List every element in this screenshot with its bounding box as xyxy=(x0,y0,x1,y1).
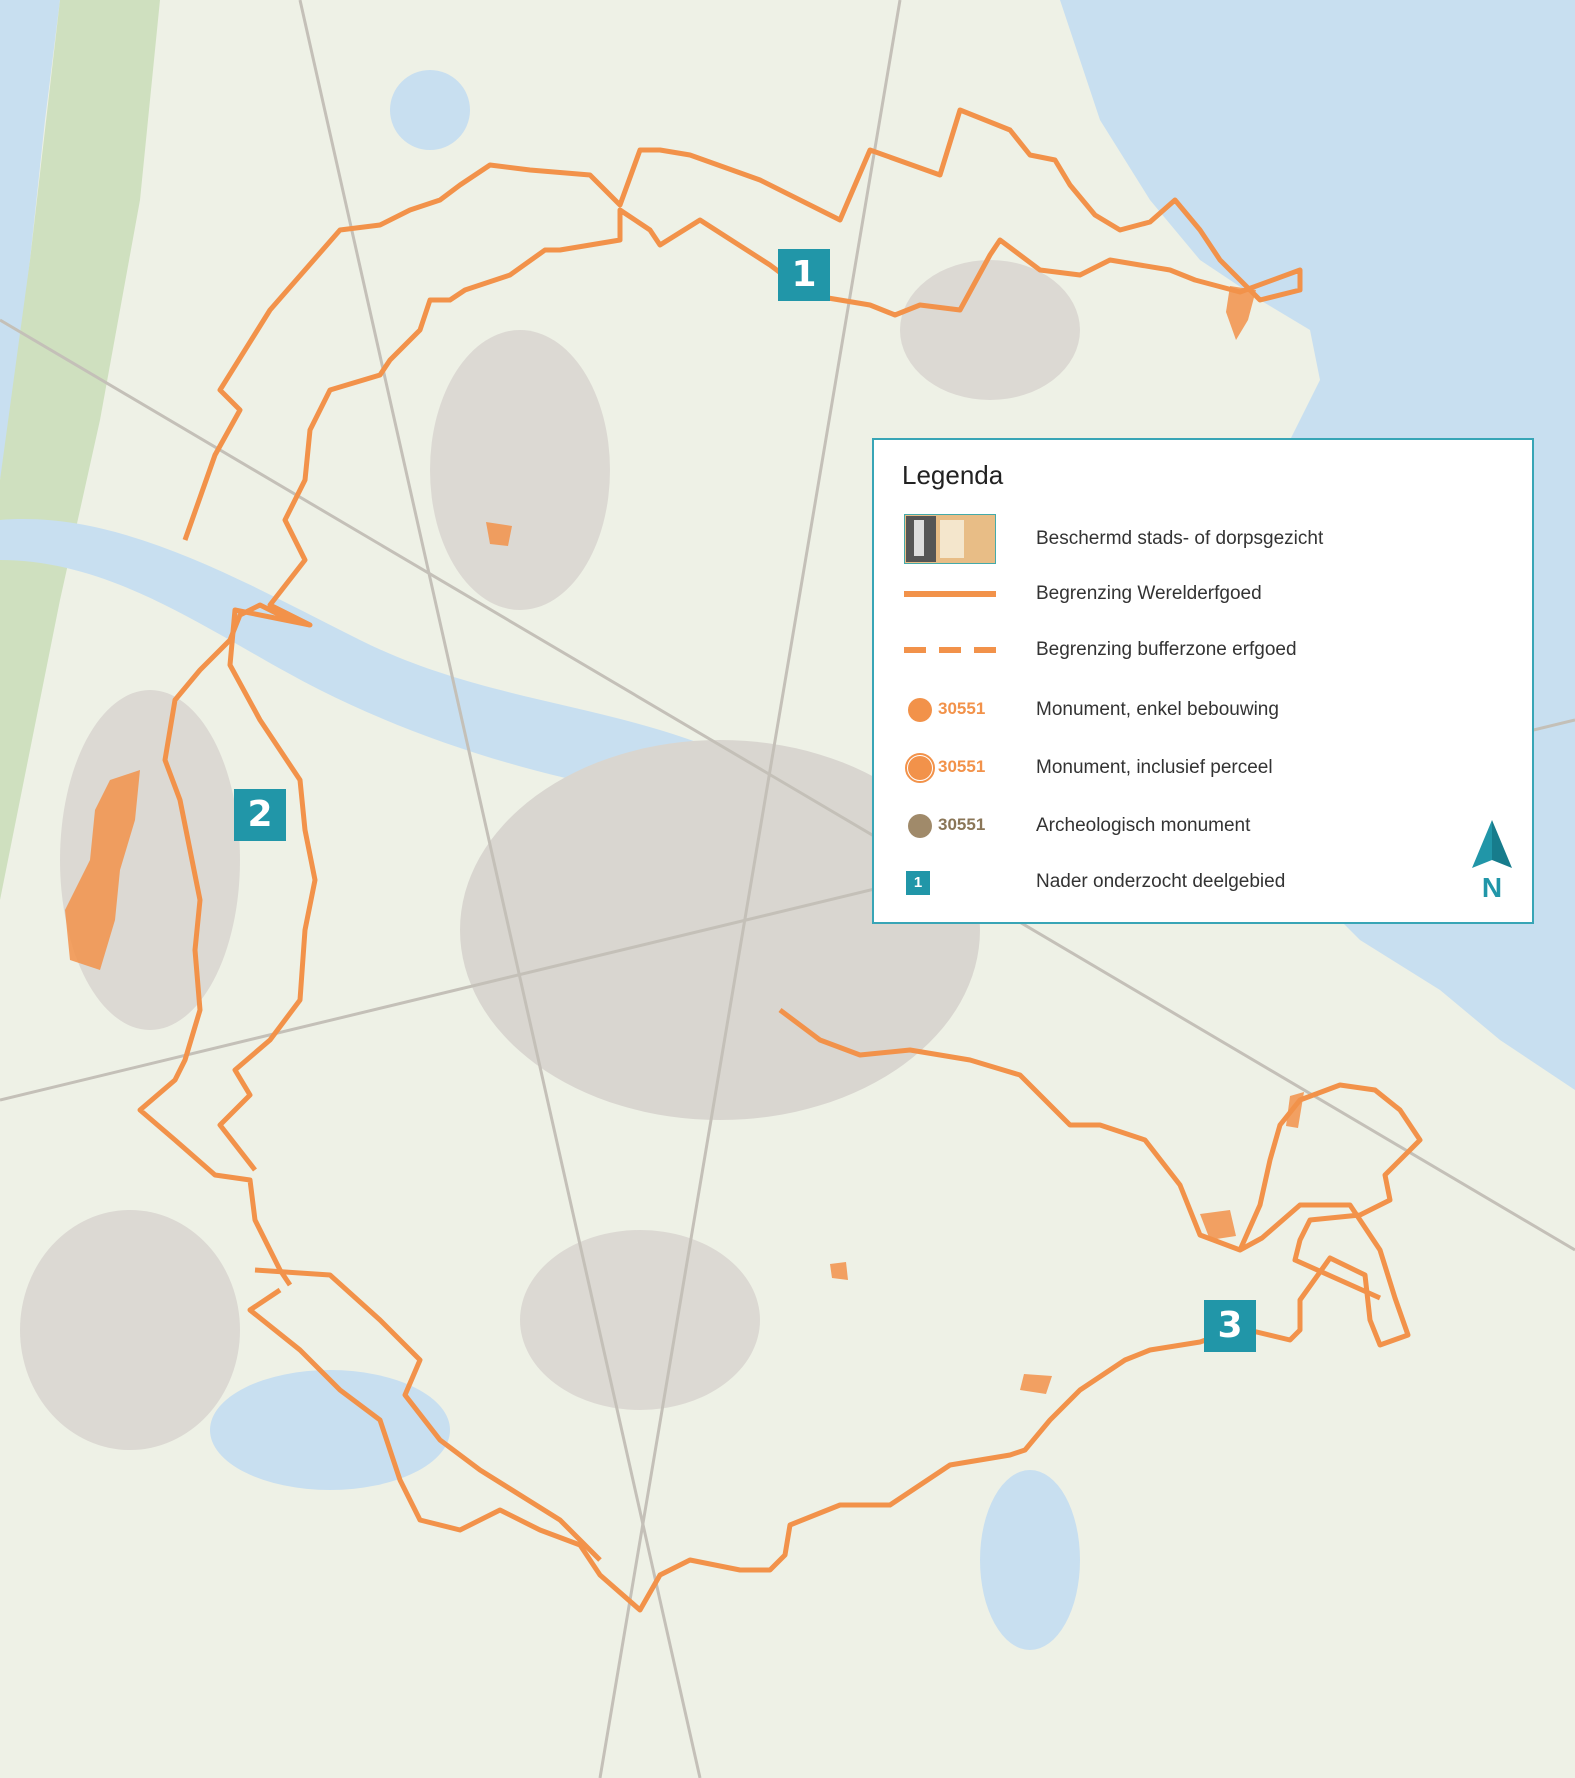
urban-area-amstelveen xyxy=(520,1230,760,1410)
area-label-1[interactable]: 1 xyxy=(778,249,830,301)
legend-label: Begrenzing Werelderfgoed xyxy=(1036,583,1262,604)
legend-row-monument-building: 30551 Monument, enkel bebouwing xyxy=(874,690,1532,730)
photo-thumbnail-icon xyxy=(903,513,998,565)
monument-patch xyxy=(1226,286,1256,340)
monument-patch xyxy=(1200,1210,1236,1240)
legend-row-subarea: 1 Nader onderzocht deelgebied xyxy=(874,862,1532,902)
heritage-boundary-south xyxy=(247,1008,1411,1613)
legend-title: Legenda xyxy=(902,460,1004,490)
legend-label: Nader onderzocht deelgebied xyxy=(1036,871,1286,892)
legend-row-archeological: 30551 Archeologisch monument xyxy=(874,806,1532,846)
dashed-line-icon xyxy=(904,630,998,670)
legend-label: Beschermd stads- of dorpsgezicht xyxy=(1036,528,1324,549)
legend-number: 30551 xyxy=(938,757,986,776)
coast-water xyxy=(0,0,60,480)
lake xyxy=(390,70,470,150)
urban-area-amsterdam xyxy=(460,740,980,1120)
lake xyxy=(980,1470,1080,1650)
monument-patch xyxy=(486,522,512,546)
orange-dot-square-icon xyxy=(905,753,935,783)
legend-row-protected-townscape: Beschermd stads- of dorpsgezicht xyxy=(874,513,1532,565)
north-label: N xyxy=(1481,872,1503,903)
teal-square-icon: 1 xyxy=(906,871,930,895)
area-label-2[interactable]: 2 xyxy=(234,789,286,841)
lake xyxy=(210,1370,450,1490)
legend-number: 30551 xyxy=(938,815,986,834)
dune-area xyxy=(0,0,160,900)
legend-row-heritage-boundary: Begrenzing Werelderfgoed xyxy=(874,574,1532,614)
urban-area-purmerend xyxy=(900,260,1080,400)
area-label-3[interactable]: 3 xyxy=(1204,1300,1256,1352)
north-arrow: N xyxy=(1470,820,1514,910)
heritage-boundary-north xyxy=(137,107,1303,1287)
legend-label: Begrenzing bufferzone erfgoed xyxy=(1036,639,1297,660)
heritage-boundary-southwest xyxy=(254,1267,602,1562)
monument-patch xyxy=(830,1262,848,1280)
legend-row-monument-parcel: 30551 Monument, inclusief perceel xyxy=(874,748,1532,788)
urban-area-hoofddorp xyxy=(20,1210,240,1450)
legend-label: Archeologisch monument xyxy=(1036,815,1251,836)
urban-area-zaandam xyxy=(430,330,610,610)
noordzeekanaal xyxy=(0,519,900,900)
north-arrow-icon xyxy=(1472,820,1512,868)
legend-number: 30551 xyxy=(938,699,986,718)
heritage-boundary-west xyxy=(217,607,318,1172)
heritage-boundary-east xyxy=(1237,1082,1423,1301)
legend-panel: Legenda Beschermd stads- of dorpsgezicht… xyxy=(872,438,1534,924)
brown-dot-icon xyxy=(908,814,932,838)
monument-patch xyxy=(1020,1374,1052,1394)
legend-label: Monument, inclusief perceel xyxy=(1036,757,1273,778)
monument-patch xyxy=(65,770,140,970)
legend-label: Monument, enkel bebouwing xyxy=(1036,699,1279,720)
solid-line-icon xyxy=(904,574,998,614)
legend-row-bufferzone-boundary: Begrenzing bufferzone erfgoed xyxy=(874,630,1532,670)
urban-area-haarlem xyxy=(60,690,240,1030)
orange-dot-icon xyxy=(908,698,932,722)
